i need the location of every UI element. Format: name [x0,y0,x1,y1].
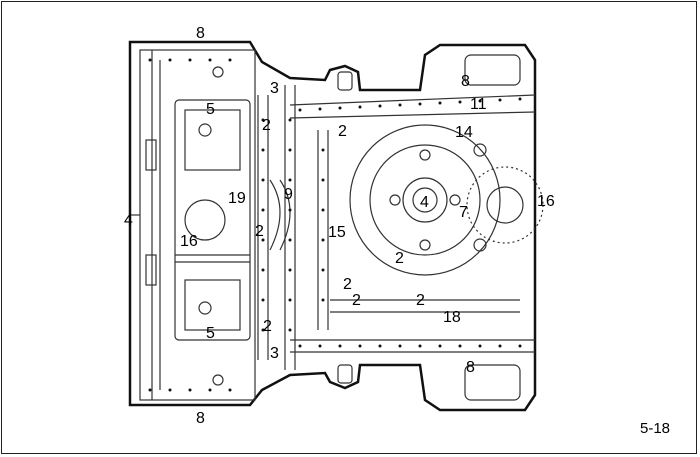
callout-3-top: 3 [270,80,279,97]
callout-4-center: 4 [420,194,429,211]
callout-14: 14 [455,124,473,141]
callout-7: 7 [459,204,468,221]
figure-reference: 5-18 [640,420,670,437]
callout-2-b: 2 [338,123,347,140]
callout-8-top-left: 8 [196,25,205,42]
callout-11: 11 [470,96,487,113]
callout-2-d: 2 [395,250,404,267]
callout-15: 15 [328,224,346,241]
inner-structure [130,49,544,401]
callout-8-bottom-left: 8 [196,410,205,427]
callout-8-top-right: 8 [461,73,470,90]
callout-2-h: 2 [263,318,272,335]
callout-9: 9 [284,186,293,203]
callout-19: 19 [228,190,246,207]
callouts: 8 8 8 8 3 3 5 5 2 2 2 2 2 2 2 2 11 14 9 … [124,25,555,427]
callout-2-g: 2 [416,292,425,309]
weld-points [148,58,522,392]
callout-8-bottom-right: 8 [466,359,475,376]
callout-16-left: 16 [180,233,198,250]
callout-2-a: 2 [262,117,271,134]
callout-5-top: 5 [206,101,215,118]
callout-18: 18 [443,309,461,326]
callout-2-e: 2 [343,276,352,293]
callout-2-c: 2 [255,223,264,240]
callout-16-right: 16 [537,193,555,210]
callout-4-left: 4 [124,212,133,229]
callout-5-bottom: 5 [206,325,215,342]
callout-2-f: 2 [352,292,361,309]
floor-outline [128,40,537,412]
callout-3-bottom: 3 [270,345,279,362]
